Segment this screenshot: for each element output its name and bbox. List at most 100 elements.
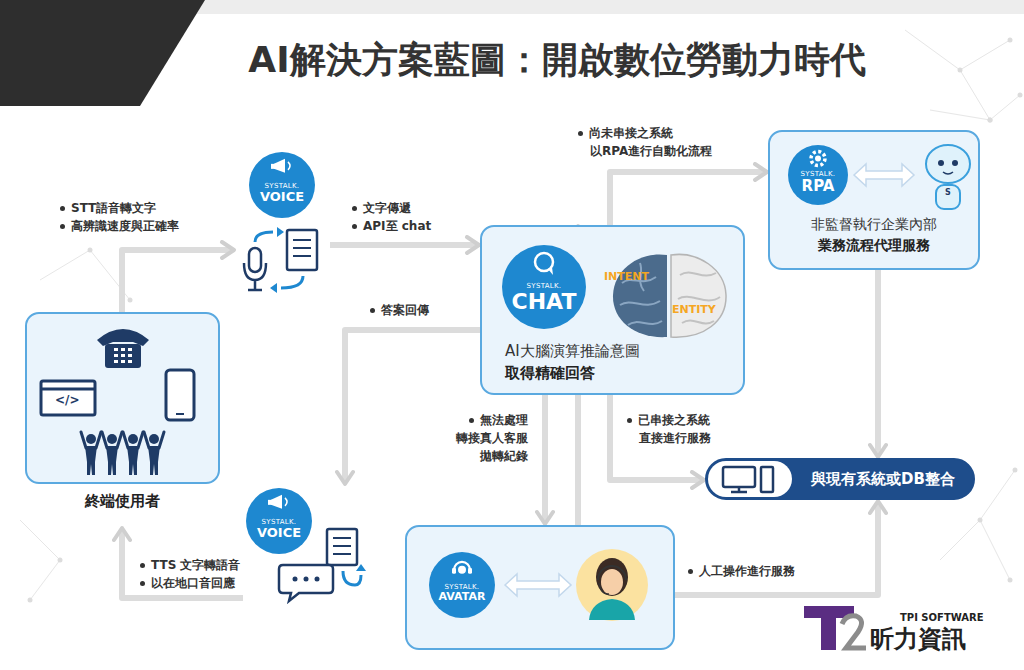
microphone <box>249 248 261 272</box>
voice-icon <box>271 159 290 173</box>
network-line <box>980 470 1015 520</box>
robot-eye <box>952 160 958 166</box>
box-outline <box>481 226 744 394</box>
document-line <box>293 247 311 249</box>
flow-arrow <box>610 172 764 225</box>
robot-head <box>926 145 970 183</box>
text-holder: SYSTALK.CHAT <box>502 245 586 329</box>
person <box>148 446 160 475</box>
person <box>144 432 164 448</box>
flow-note: API至 chat <box>352 218 431 234</box>
network-line <box>980 520 1010 580</box>
agent-face <box>601 569 623 595</box>
phone-key <box>121 360 125 363</box>
integration-bar: 與現有系統或DB整合 <box>705 458 975 500</box>
bubble-dot <box>315 577 320 582</box>
network-dot <box>958 68 963 73</box>
chat-icon <box>535 253 553 275</box>
phone-key <box>128 348 132 351</box>
box-outline <box>26 313 219 483</box>
flow-arrow <box>345 330 480 481</box>
box-text-bold: 業務流程代理服務 <box>768 235 980 256</box>
badge-circle <box>246 488 312 554</box>
network-dot <box>1008 578 1013 583</box>
person <box>85 446 97 475</box>
text-holder: SYSTALK.VOICE <box>249 152 315 218</box>
brain-tag: INTENT <box>604 270 649 285</box>
avatar-badge: SYSTALK.AVATAR <box>429 552 495 618</box>
logo-mark <box>842 616 866 648</box>
flow-note: 已串接之系統 <box>627 412 710 428</box>
cycle-arrow-head <box>277 227 284 237</box>
flow-arrow <box>122 250 231 312</box>
network-dot <box>128 298 133 303</box>
flow-note: 高辨識速度與正確率 <box>60 218 179 234</box>
brain-fold <box>680 272 716 275</box>
monitor-stand <box>731 487 747 492</box>
network-line <box>930 110 990 120</box>
brain-right <box>671 254 726 337</box>
product-name: AVATAR <box>439 591 486 603</box>
bubble-tail <box>548 267 553 275</box>
box-outline <box>769 131 979 269</box>
network-line <box>20 520 60 560</box>
computer-tower <box>761 467 773 492</box>
agent-hair <box>596 558 628 596</box>
network-dot <box>1013 468 1018 473</box>
flow-note: 直接進行服務 <box>639 430 711 446</box>
brand-name: SYSTALK. <box>262 518 297 526</box>
network-dot <box>988 118 993 123</box>
flow-arrow <box>122 531 243 598</box>
text-holder: 終端使用者 <box>25 492 220 511</box>
voice-module-art <box>235 150 330 300</box>
network-dot <box>88 248 93 253</box>
badge-circle <box>249 152 315 218</box>
phone-body <box>105 344 141 368</box>
flow-arrow <box>875 270 881 454</box>
network-line <box>960 40 1010 70</box>
cycle-arrow <box>343 571 361 585</box>
document-icon <box>287 230 317 270</box>
avatar-box: SYSTALK.AVATAR <box>405 525 675 650</box>
code-glyph: </> <box>55 392 80 408</box>
flow-note: 人工操作進行服務 <box>688 563 795 579</box>
product-name: CHAT <box>512 290 577 314</box>
corner-shape <box>0 0 205 106</box>
sound-wave <box>288 162 290 170</box>
cycle-arrow <box>281 276 303 288</box>
megaphone <box>268 500 272 505</box>
flow-note: 尚未串接之系統 <box>578 125 673 141</box>
speech-bubble <box>279 565 333 601</box>
brand-name: SYSTALK. <box>801 170 836 178</box>
product-name: RPA <box>802 178 835 195</box>
bubble-dot <box>293 577 298 582</box>
phone-key <box>128 360 132 363</box>
bar-text: 與現有系統或DB整合 <box>811 470 955 489</box>
text-holder: 非監督執行企業內部業務流程代理服務 <box>768 214 980 256</box>
sound-wave <box>285 498 287 506</box>
person <box>107 434 117 444</box>
brand-name: SYSTALK. <box>445 583 480 591</box>
flow-note: 以在地口音回應 <box>140 575 235 591</box>
bubble-dot <box>304 577 309 582</box>
double-arrow <box>854 164 914 186</box>
flow-note: 轉接真人客服 <box>456 430 528 446</box>
brain-fold <box>628 321 662 325</box>
network-line <box>960 70 990 120</box>
top-band <box>180 0 1024 14</box>
megaphone <box>274 159 285 173</box>
voice-module: SYSTALK.VOICE <box>243 485 368 610</box>
face <box>458 566 466 574</box>
box-text: AI大腦演算推論意圖 <box>505 341 737 363</box>
voice-icon <box>268 495 287 509</box>
document-line <box>333 537 351 539</box>
mobile-phone <box>166 370 194 420</box>
box-text: 非監督執行企業內部 <box>768 214 980 235</box>
logo-mark <box>821 606 836 650</box>
box-outline <box>406 526 674 649</box>
brain-fold <box>678 297 720 301</box>
network-line <box>990 95 1020 120</box>
node-heading: 終端使用者 <box>25 492 220 511</box>
person <box>81 432 101 448</box>
megaphone <box>271 495 282 509</box>
